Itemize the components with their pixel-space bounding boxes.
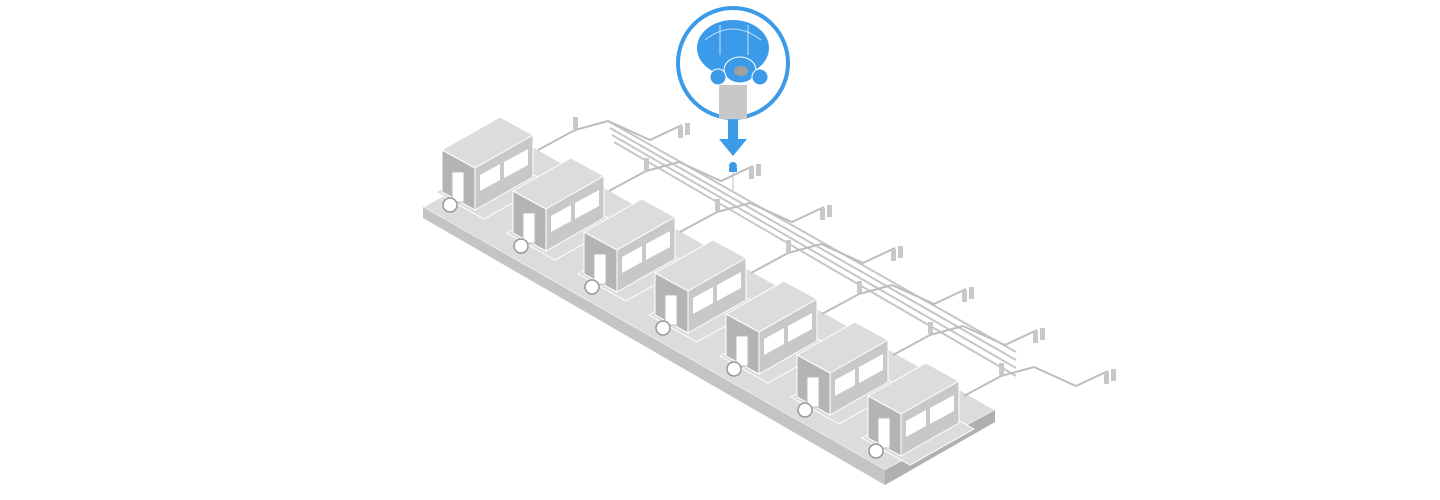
detector-post [969, 287, 974, 299]
branch-pipe [963, 366, 1035, 397]
branch-pipe [891, 284, 967, 306]
generator-unit [860, 362, 1116, 466]
detector-post [1040, 328, 1045, 340]
generator-unit [718, 280, 974, 384]
branch-pipe [607, 120, 683, 142]
detector-post [1104, 372, 1109, 384]
detector-post [756, 164, 761, 176]
detector-post [857, 281, 862, 293]
branch-pipe [608, 161, 680, 192]
gas-detector-icon [697, 20, 769, 86]
detector-post [685, 123, 690, 135]
branch-pipe [962, 325, 1038, 347]
small-detector-icon [729, 162, 737, 190]
pipe-line [613, 141, 1017, 377]
detector-post [573, 117, 578, 129]
detector-post [644, 158, 649, 170]
detector-post [898, 246, 903, 258]
detector-post [715, 199, 720, 211]
generator-unit [576, 198, 832, 302]
branch-pipe [892, 325, 964, 356]
detector-post [962, 290, 967, 302]
branch-pipe [820, 243, 896, 265]
pipe-bundle [607, 120, 1017, 377]
branch-pipe [678, 161, 754, 183]
branch-pipe [679, 202, 751, 233]
generator-unit [789, 321, 1045, 425]
branch-pipe [1033, 366, 1109, 388]
detector-post [820, 208, 825, 220]
detector-post [1033, 331, 1038, 343]
detector-post [786, 240, 791, 252]
pipe-line [609, 127, 1017, 361]
branch-pipe [821, 284, 893, 315]
detector-post [749, 167, 754, 179]
detector-post [678, 126, 683, 138]
generator-unit [647, 239, 903, 343]
generator-unit [505, 157, 761, 261]
detector-post [1111, 369, 1116, 381]
detector-post [827, 205, 832, 217]
pipe-line [607, 120, 1017, 353]
detector-callout [676, 6, 790, 190]
detector-post [999, 363, 1004, 375]
generator-units [434, 116, 1116, 466]
branch-pipe [749, 202, 825, 224]
branch-pipe [750, 243, 822, 274]
arrow-down-icon [719, 120, 747, 156]
detector-post [891, 249, 896, 261]
detector-post [928, 322, 933, 334]
branch-pipe [537, 120, 609, 151]
detector-mount [719, 85, 747, 119]
